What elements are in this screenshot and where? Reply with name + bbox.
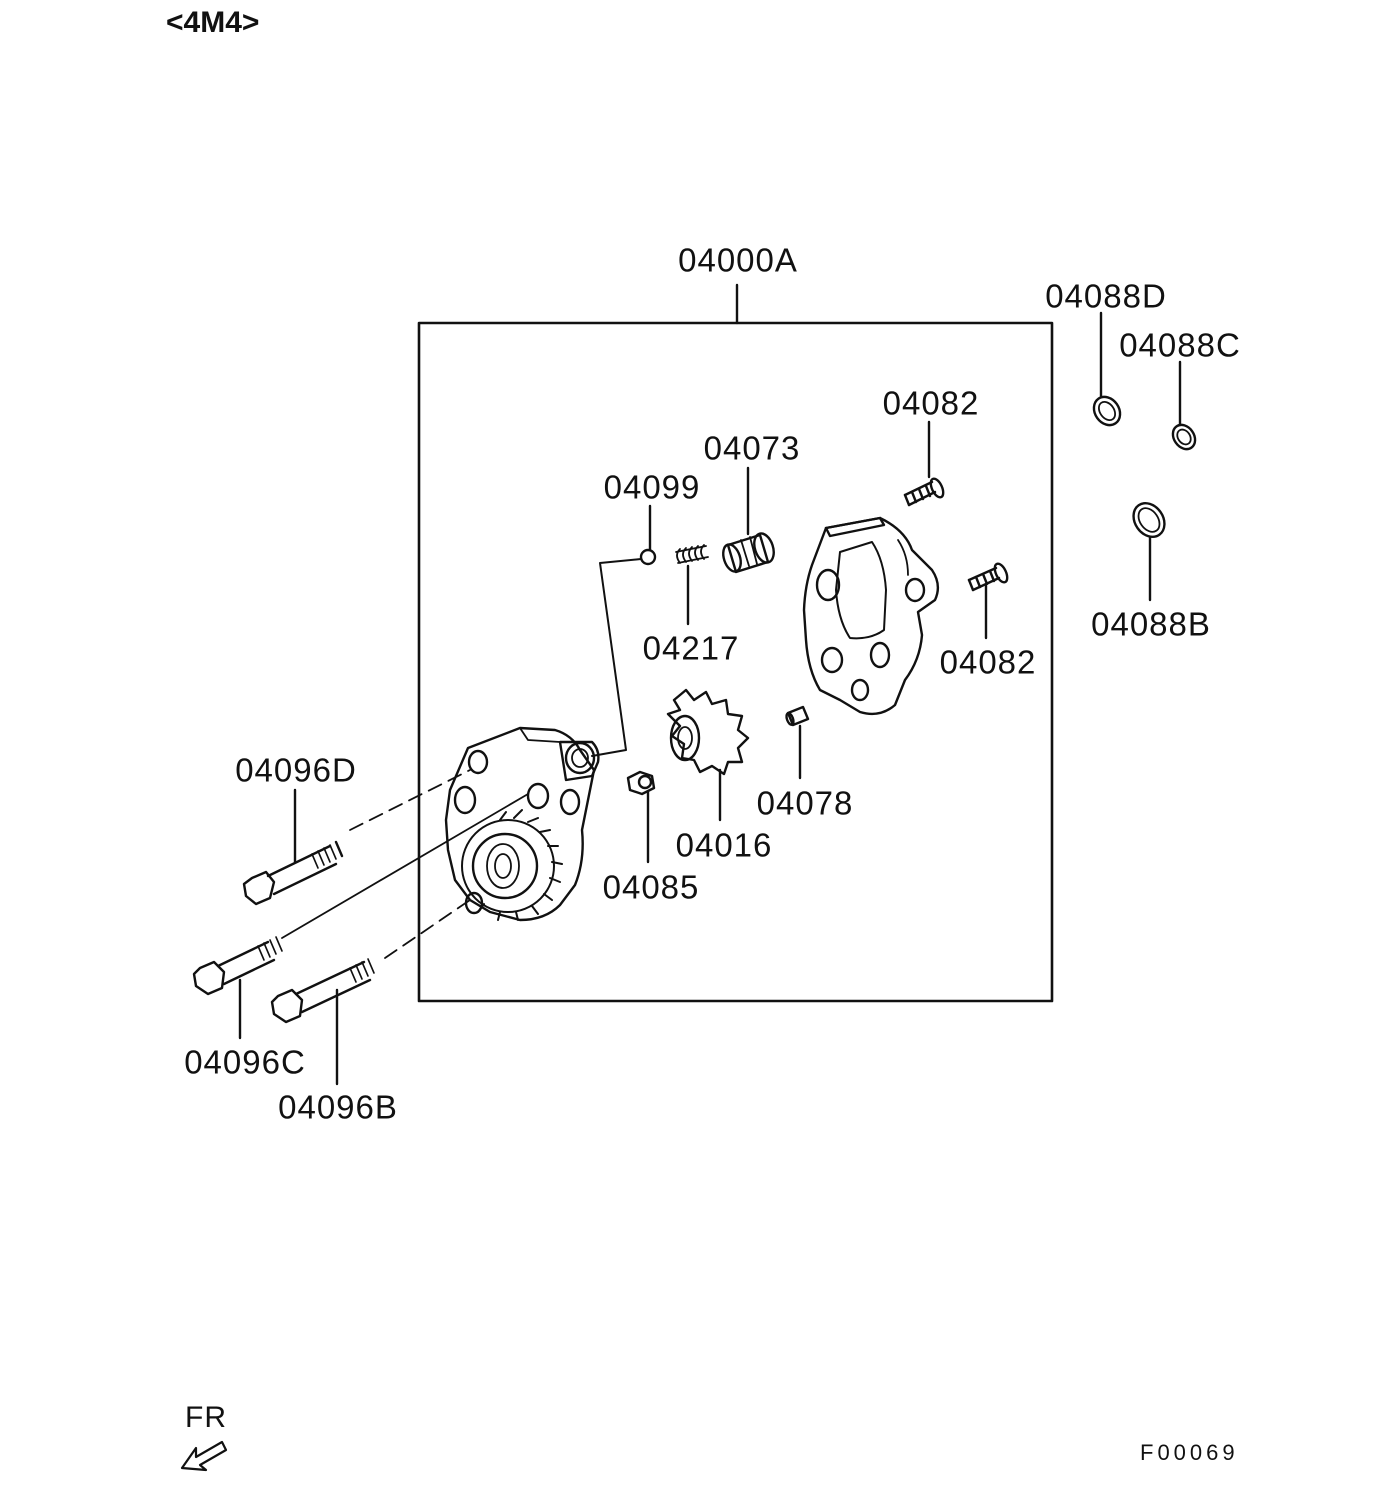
pump-housing xyxy=(446,728,598,920)
assembly-boundary-box xyxy=(419,323,1052,1001)
screw-04082-right xyxy=(969,562,1010,590)
label-04096C: 04096C xyxy=(184,1043,306,1081)
screw-04082-top xyxy=(905,477,946,505)
bolt-guide-line-b xyxy=(385,900,470,958)
label-04096D: 04096D xyxy=(235,751,357,789)
label-04016: 04016 xyxy=(675,826,773,864)
label-04082-right: 04082 xyxy=(939,643,1037,681)
bolt-guide-line-d xyxy=(350,770,470,830)
bolt-guide-line-c xyxy=(282,794,528,938)
front-direction-arrow-icon xyxy=(182,1442,226,1470)
label-04088D: 04088D xyxy=(1045,277,1167,315)
label-04085: 04085 xyxy=(602,868,700,906)
figure-code: F00069 xyxy=(1140,1440,1239,1465)
label-04088C: 04088C xyxy=(1119,326,1241,364)
bolt-04096C xyxy=(194,937,282,994)
gear-04016 xyxy=(668,690,748,774)
label-04217: 04217 xyxy=(642,629,740,667)
label-04073: 04073 xyxy=(703,429,801,467)
plug-04073 xyxy=(720,531,777,574)
label-04082-top: 04082 xyxy=(882,384,980,422)
o-ring-04088B xyxy=(1127,497,1171,543)
nut-04085 xyxy=(628,772,654,794)
label-04096B: 04096B xyxy=(278,1088,398,1126)
variant-header: <4M4> xyxy=(166,6,260,39)
ball-04099 xyxy=(641,550,655,564)
pump-cover-plate xyxy=(804,518,938,714)
assembly-path-line xyxy=(592,559,641,756)
label-04088B: 04088B xyxy=(1091,605,1211,643)
bolt-04096B xyxy=(272,959,374,1022)
o-ring-04088C xyxy=(1168,421,1199,454)
bolt-04096D xyxy=(244,842,342,904)
o-ring-04088D xyxy=(1089,392,1126,430)
direction-label: FR xyxy=(185,1401,227,1434)
label-04000A: 04000A xyxy=(678,241,798,279)
spring-04217 xyxy=(676,545,708,563)
label-04099: 04099 xyxy=(603,468,701,506)
label-04078: 04078 xyxy=(756,784,854,822)
pin-04078 xyxy=(785,707,808,726)
